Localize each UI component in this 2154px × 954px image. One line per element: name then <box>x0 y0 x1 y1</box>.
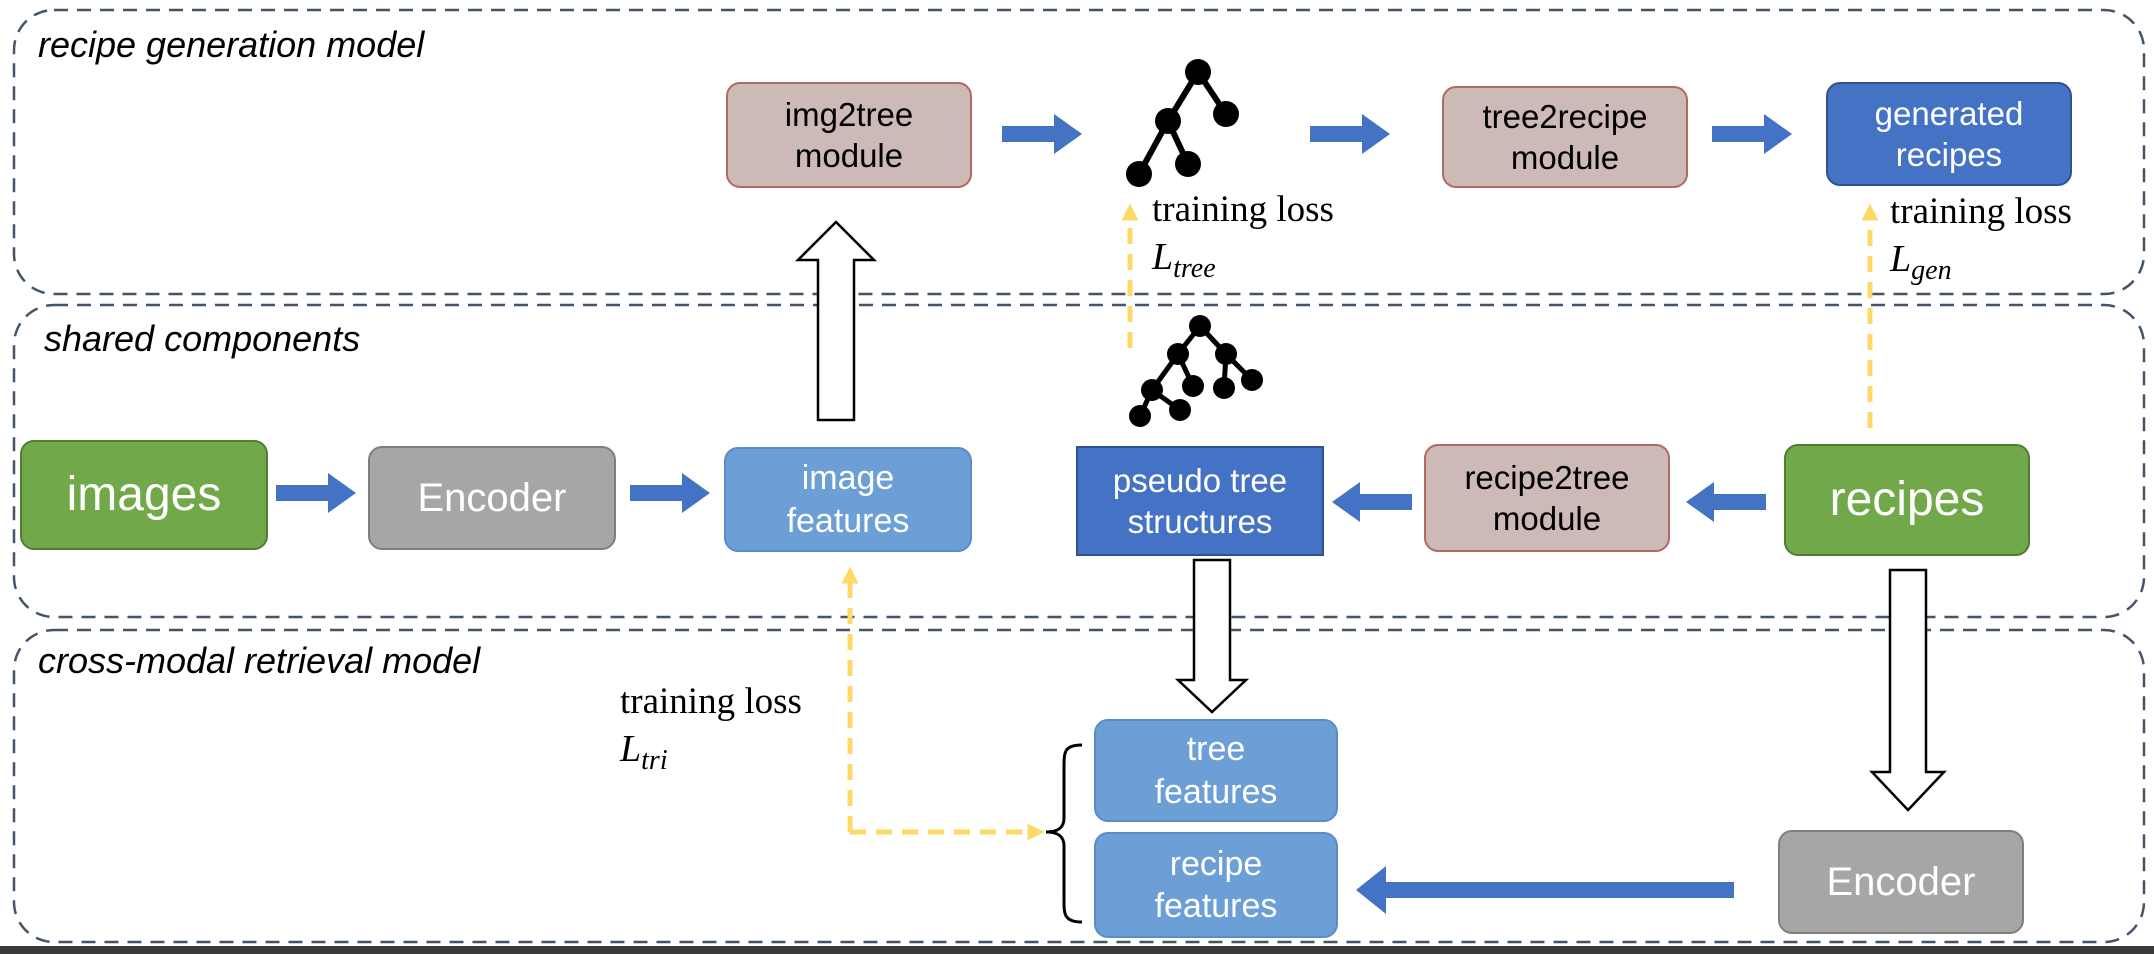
solid-arrows <box>276 114 1792 914</box>
image-features: image features <box>724 447 972 552</box>
loss-tri-formula: Ltri <box>620 728 668 776</box>
hollow-arrows <box>794 220 1947 812</box>
tree-structure-icon <box>1126 59 1239 187</box>
tree-features: tree features <box>1094 719 1338 822</box>
bottom-edge-bar <box>0 946 2154 954</box>
tree2recipe-module-label: tree2recipe module <box>1482 97 1648 176</box>
tree-features-label: tree features <box>1154 730 1278 811</box>
pseudo-tree-structures: pseudo tree structures <box>1076 446 1324 556</box>
loss-tri-text: training loss <box>620 681 802 722</box>
encoder-image: Encoder <box>368 446 616 550</box>
region-frame-retrieval <box>12 628 2146 944</box>
dashed-arrows <box>841 203 1879 841</box>
recipe-features: recipe features <box>1094 832 1338 938</box>
arrow-recipes-to-recipe2tree <box>1686 482 1766 522</box>
image-features-label: image features <box>786 459 910 540</box>
arrow-image-features-to-img2tree <box>794 220 878 422</box>
arrow-img2tree-to-tree <box>1002 114 1082 154</box>
region-frame-generation <box>12 8 2146 296</box>
feature-group-brace <box>1045 743 1083 924</box>
generated-recipes-label: generated recipes <box>1874 94 2024 173</box>
images-label: images <box>66 468 222 521</box>
arrow-tree2recipe-to-generated <box>1712 114 1792 154</box>
loss-gen-annotation: training loss Lgen <box>1890 190 2072 287</box>
recipe2tree-module-label: recipe2tree module <box>1464 458 1630 537</box>
loss-tri-annotation: training loss Ltri <box>620 680 802 777</box>
region-label-shared: shared components <box>44 318 361 359</box>
encoder-recipe-label: Encoder <box>1826 860 1976 904</box>
pseudo-tree-structure-icon <box>1129 315 1263 427</box>
arrow-images-to-encoder <box>276 473 356 513</box>
region-label-generation: recipe generation model <box>38 24 425 65</box>
arrow-encoder-to-recipe-features <box>1356 866 1734 914</box>
arrow-encoder-to-image-features <box>630 473 710 513</box>
loss-tree-formula: Ltree <box>1152 236 1216 284</box>
region-label-retrieval: cross-modal retrieval model <box>38 640 481 681</box>
arrow-tree-to-tree2recipe <box>1310 114 1390 154</box>
loss-tree-text: training loss <box>1152 189 1334 230</box>
loss-tree-annotation: training loss Ltree <box>1152 188 1334 285</box>
recipes-label: recipes <box>1829 473 1985 526</box>
arrow-pseudo-tree-to-tree-features <box>1174 558 1250 714</box>
loss-gen-text: training loss <box>1890 191 2072 232</box>
img2tree-module: img2tree module <box>726 82 972 188</box>
recipe-features-label: recipe features <box>1154 844 1278 926</box>
encoder-image-label: Encoder <box>417 476 567 520</box>
arrow-recipes-to-encoder <box>1869 568 1947 812</box>
images-node: images <box>20 440 268 550</box>
arrow-recipe2tree-to-pseudo-tree <box>1332 482 1412 522</box>
loss-gen-formula: Lgen <box>1890 238 1952 286</box>
recipe2tree-module: recipe2tree module <box>1424 444 1670 552</box>
encoder-recipe: Encoder <box>1778 830 2024 934</box>
region-frame-shared <box>12 303 2146 619</box>
generated-recipes: generated recipes <box>1826 82 2072 186</box>
img2tree-module-label: img2tree module <box>784 95 914 174</box>
pseudo-tree-structures-label: pseudo tree structures <box>1112 461 1288 540</box>
recipes-node: recipes <box>1784 444 2030 556</box>
tree2recipe-module: tree2recipe module <box>1442 86 1688 188</box>
